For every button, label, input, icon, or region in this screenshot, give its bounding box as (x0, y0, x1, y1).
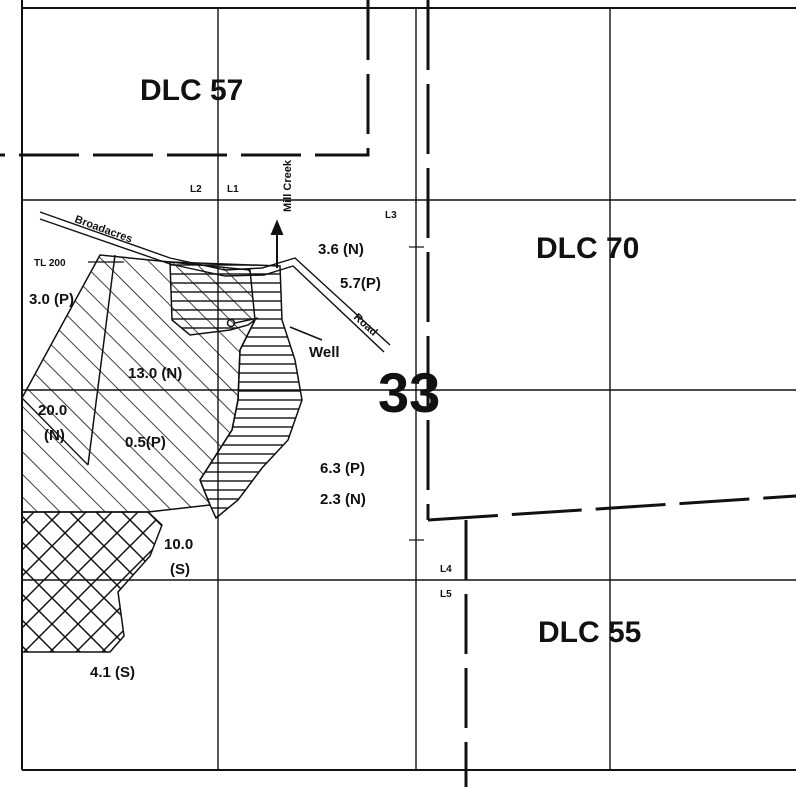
well-label: Well (309, 344, 340, 361)
lot-l4-label: L4 (440, 564, 452, 575)
dlc-57-label: DLC 57 (140, 74, 243, 107)
acreage-south-s: 10.0 (164, 536, 193, 553)
acreage-center-p: 0.5(P) (125, 434, 166, 451)
dlc-70-label: DLC 70 (536, 232, 639, 265)
acreage-se-p: 6.3 (P) (320, 460, 365, 477)
lot-l3-label: L3 (385, 210, 397, 221)
acreage-center-n: 13.0 (N) (128, 365, 182, 382)
mill-creek-arrow (270, 219, 284, 268)
area-cross-hatch (21, 511, 163, 653)
well-symbol (226, 317, 323, 341)
dlc-55-label: DLC 55 (538, 616, 641, 649)
lot-ticks (88, 246, 424, 541)
lot-l2-label: L2 (190, 184, 202, 195)
broadacres-road (39, 211, 391, 353)
acreage-west-n-code: (N) (44, 427, 65, 444)
acreage-ne-n: 3.6 (N) (318, 241, 364, 258)
acreage-west-n: 20.0 (38, 402, 67, 419)
mill-creek-label: Mill Creek (282, 159, 294, 212)
tl200-boundary (87, 254, 116, 466)
section-number: 33 (378, 361, 440, 424)
acreage-sw-s: 4.1 (S) (90, 664, 135, 681)
lot-l5-label: L5 (440, 589, 452, 600)
tl200-boundary-2 (21, 397, 89, 466)
acreage-tl200-p: 3.0 (P) (29, 291, 74, 308)
tax-lot-label: TL 200 (34, 258, 66, 269)
acreage-ne-p: 5.7(P) (340, 275, 381, 292)
area-horizontal-hatch (169, 261, 303, 520)
lot-l1-label: L1 (227, 184, 239, 195)
acreage-south-s-code: (S) (170, 561, 190, 578)
acreage-se-n: 2.3 (N) (320, 491, 366, 508)
